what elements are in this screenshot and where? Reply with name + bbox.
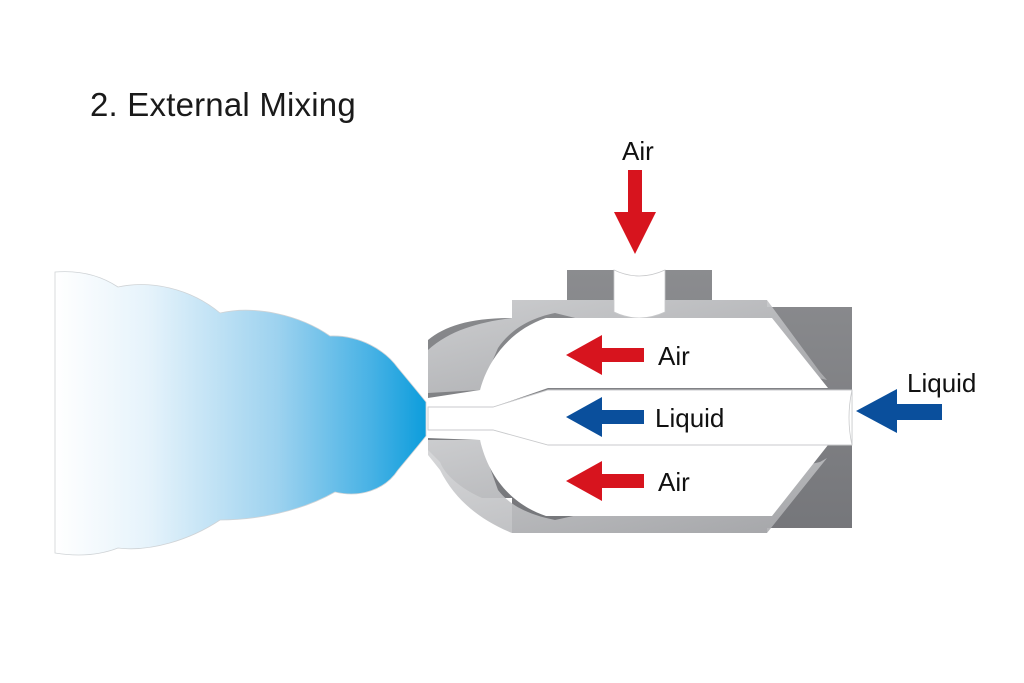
upper-air-chamber — [428, 318, 828, 407]
liquid-inlet-arrow — [856, 389, 942, 433]
air-inlet-bore — [613, 269, 666, 319]
air-lower-label: Air — [658, 467, 690, 497]
liquid-center-arrow — [566, 397, 644, 437]
air-upper-label: Air — [658, 341, 690, 371]
air-inlet-arrow — [614, 170, 656, 254]
liquid-center-label: Liquid — [655, 403, 725, 433]
air-lower-arrow — [566, 461, 644, 501]
liquid-inlet-label: Liquid — [907, 368, 977, 398]
lower-air-chamber — [428, 430, 828, 516]
spray-cloud — [54, 271, 427, 556]
air-inlet-label: Air — [622, 136, 654, 166]
diagram-title: 2. External Mixing — [90, 86, 356, 123]
air-upper-arrow — [566, 335, 644, 375]
liquid-inlet-opening — [848, 389, 853, 446]
